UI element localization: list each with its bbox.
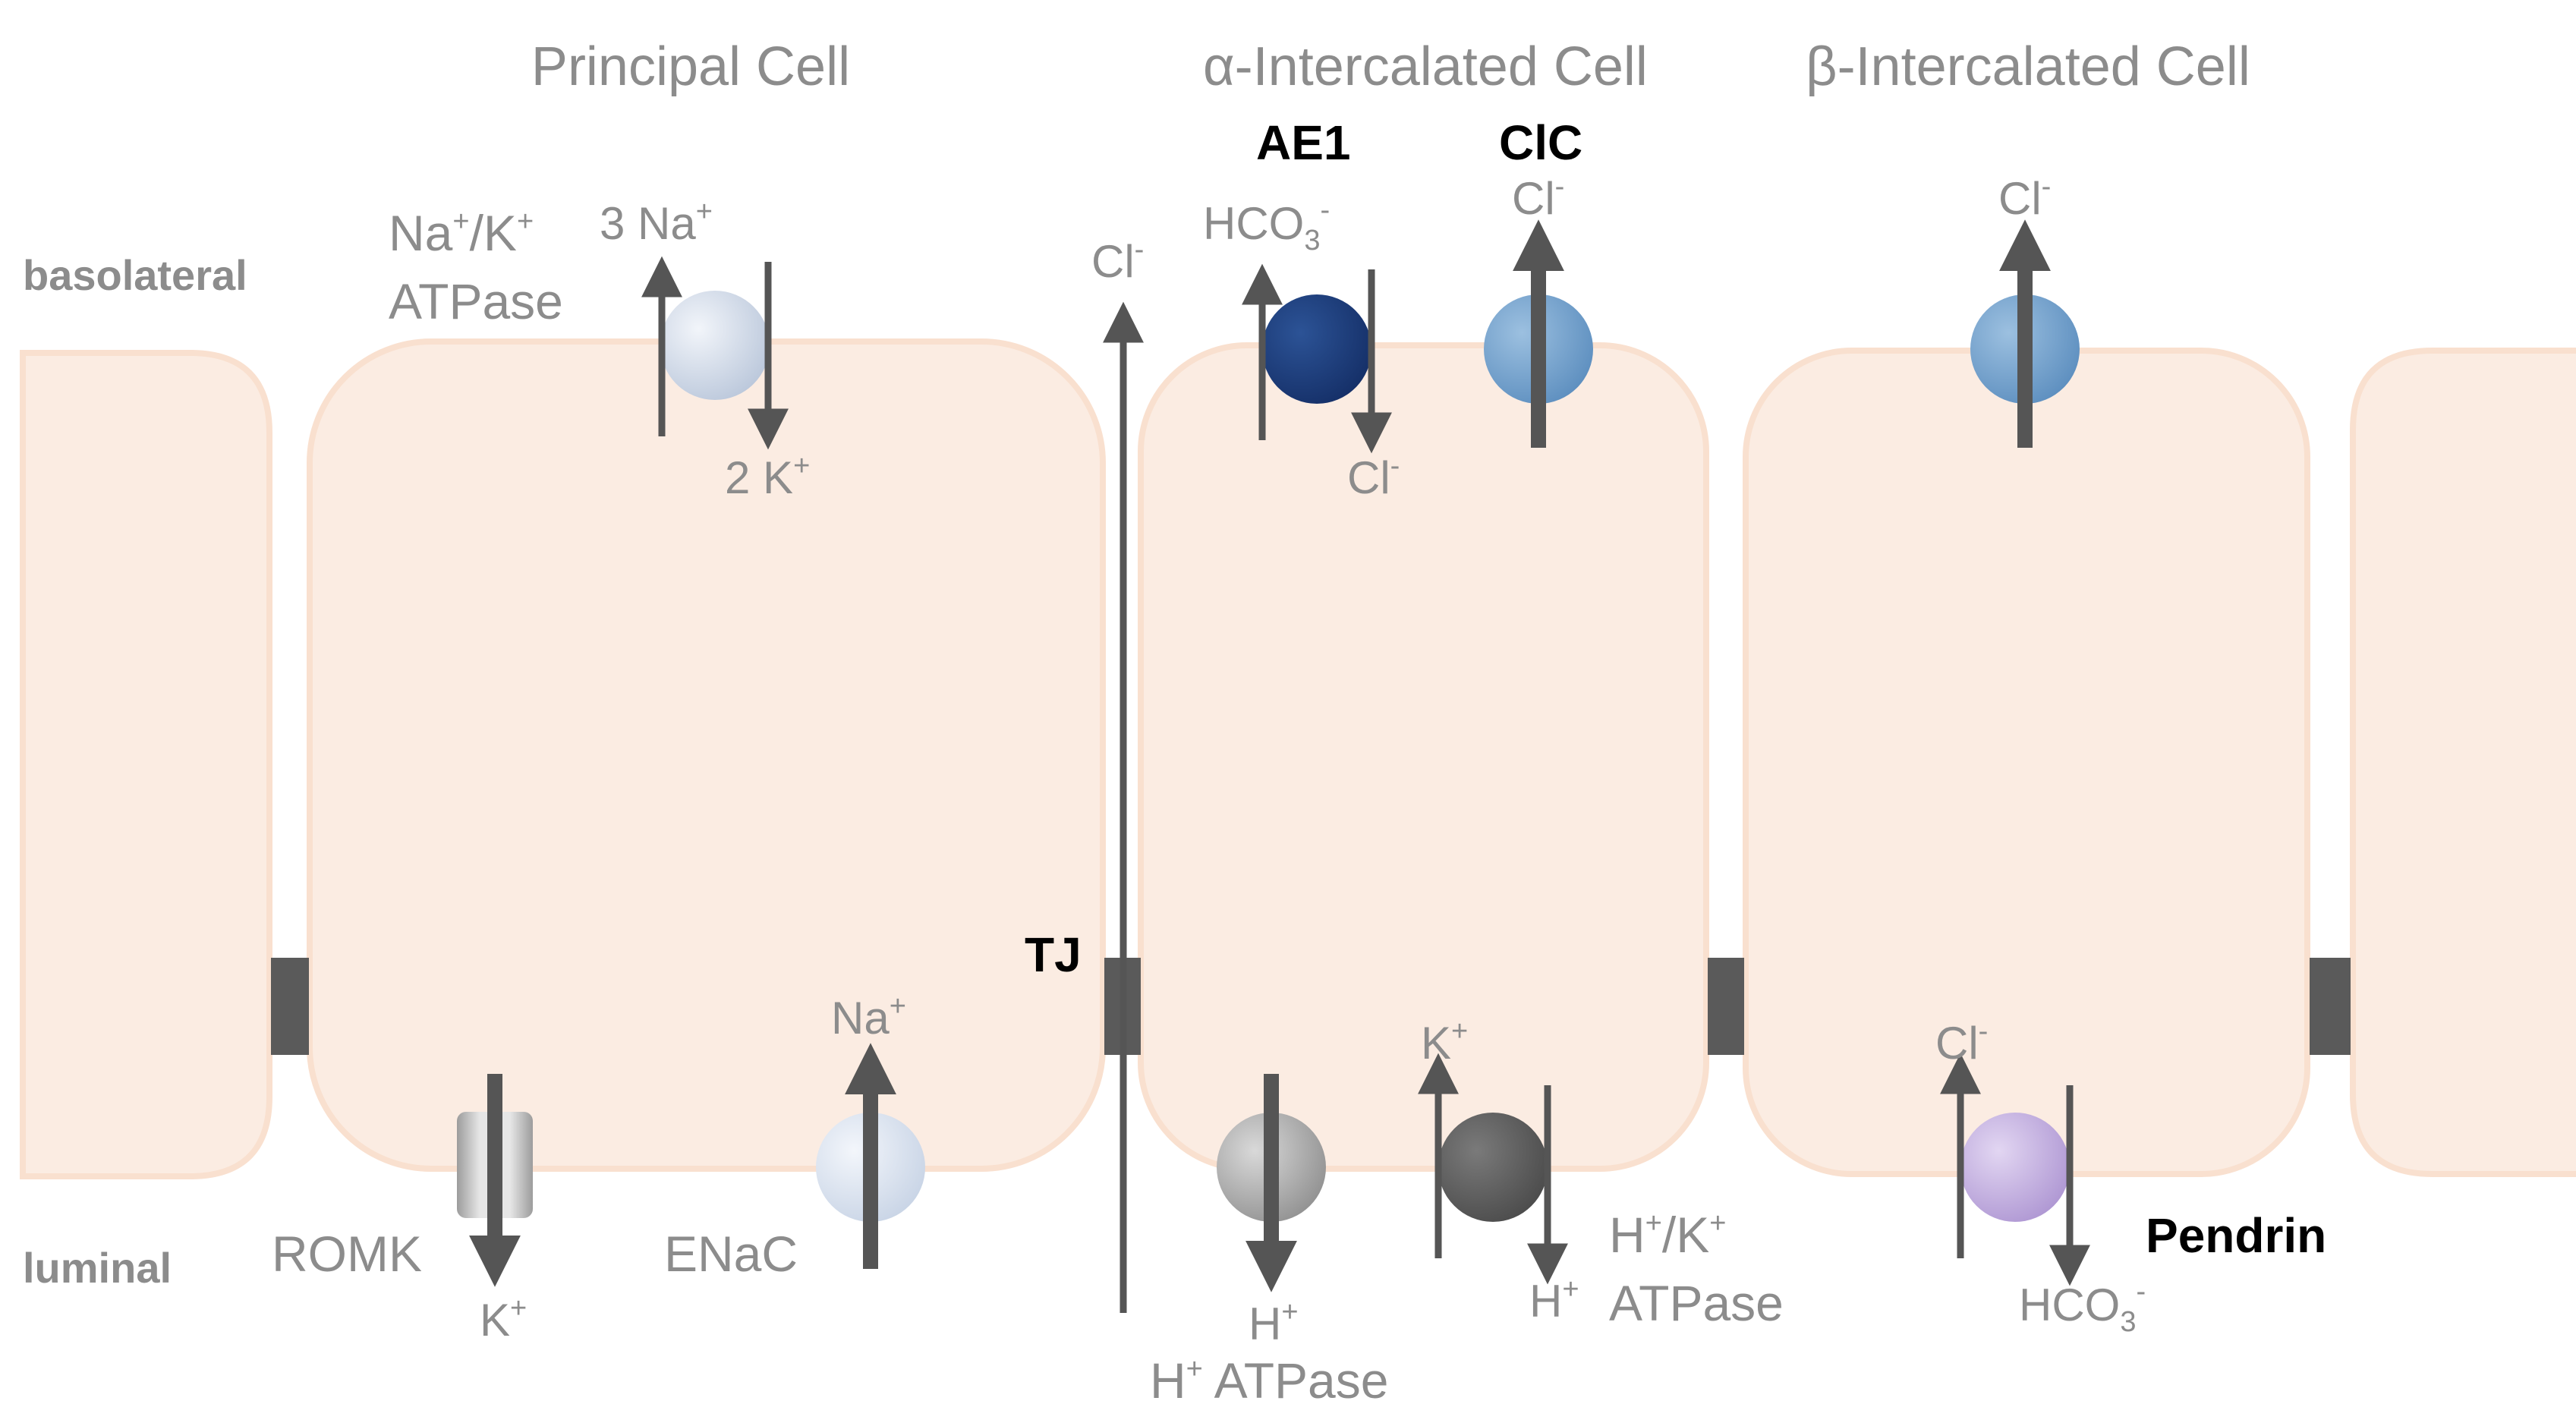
- title-principal-cell: Principal Cell: [531, 36, 850, 97]
- enac-label: ENaC: [664, 1226, 798, 1282]
- hk-atpase-label-line2: ATPase: [1609, 1275, 1784, 1331]
- romk-k-label: K+: [480, 1292, 527, 1346]
- principal-cell: [307, 338, 1106, 1172]
- nak-atpase-label: Na+/K+: [389, 205, 534, 261]
- tight-junction: [271, 958, 309, 1055]
- cell-right-edge: [2350, 348, 2576, 1177]
- ae1-label: AE1: [1256, 115, 1351, 170]
- nak-atpase-label-line2: ATPase: [389, 273, 563, 329]
- paracellular-cl-label: Cl-: [1091, 234, 1144, 287]
- nak-atpase-pump: [660, 291, 770, 400]
- tight-junction: [1708, 958, 1744, 1055]
- h-atpase-label: H+ ATPase: [1150, 1352, 1388, 1404]
- k-in-label: 2 K+: [725, 450, 810, 503]
- beta-cl-baso-label: Cl-: [1998, 171, 2051, 224]
- tight-junction-label: TJ: [1025, 927, 1082, 982]
- hk-atpase-pump: [1438, 1113, 1548, 1222]
- hk-atpase-k-label: K+: [1421, 1015, 1468, 1069]
- clc-cl-label: Cl-: [1512, 171, 1564, 224]
- ae1-hco3-label: HCO3-: [1203, 194, 1330, 257]
- romk-label: ROMK: [272, 1226, 422, 1282]
- enac-na-label: Na+: [831, 990, 906, 1044]
- clc-label: ClC: [1499, 115, 1582, 170]
- label-luminal: luminal: [23, 1244, 172, 1292]
- label-basolateral: basolateral: [23, 251, 247, 299]
- alpha-intercalated-cell: [1138, 342, 1709, 1172]
- title-alpha-intercalated-cell: α-Intercalated Cell: [1203, 36, 1648, 97]
- hk-atpase-h-label: H+: [1529, 1273, 1579, 1327]
- cell-left-edge: [20, 350, 272, 1179]
- pendrin-label: Pendrin: [2146, 1208, 2326, 1263]
- pendrin-cl-label: Cl-: [1935, 1015, 1988, 1069]
- na-out-label: 3 Na+: [600, 196, 713, 249]
- ae1-exchanger: [1262, 294, 1371, 404]
- h-atpase-h-label: H+: [1249, 1296, 1299, 1349]
- tight-junction: [2310, 958, 2351, 1055]
- pendrin-exchanger: [1960, 1113, 2070, 1222]
- beta-intercalated-cell: [1743, 348, 2310, 1177]
- title-beta-intercalated-cell: β-Intercalated Cell: [1806, 36, 2250, 97]
- pendrin-hco3-label: HCO3-: [2019, 1276, 2146, 1338]
- ae1-cl-label: Cl-: [1347, 450, 1400, 503]
- hk-atpase-label: H+/K+: [1609, 1207, 1726, 1263]
